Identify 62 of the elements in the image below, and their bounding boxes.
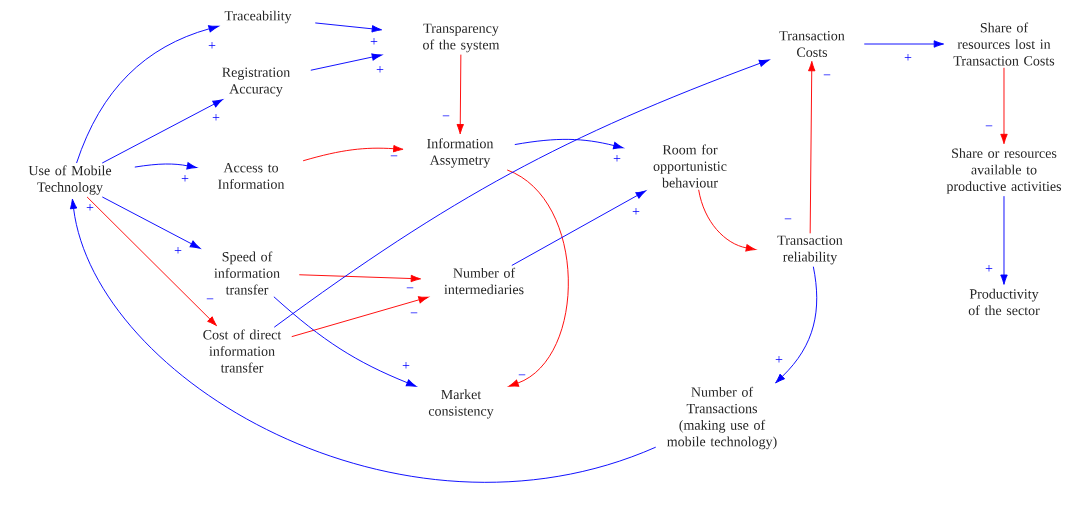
polarity-sign: + bbox=[904, 54, 912, 61]
arrow bbox=[775, 266, 818, 384]
polarity-sign: + bbox=[212, 114, 220, 121]
arrow bbox=[511, 190, 646, 266]
polarity-sign: − bbox=[985, 125, 993, 127]
polarity-sign: + bbox=[181, 175, 189, 182]
polarity-sign: − bbox=[410, 312, 418, 314]
polarity-sign: − bbox=[406, 287, 414, 289]
variable-label: Speed of information transfer bbox=[214, 251, 280, 295]
variable-label: Cost of direct information transfer bbox=[203, 329, 282, 373]
arrow bbox=[808, 60, 816, 234]
polarity-sign: − bbox=[442, 115, 450, 117]
variable-label: Traceability bbox=[224, 10, 292, 24]
polarity-sign: + bbox=[370, 38, 378, 45]
variable-label: Number of intermediaries bbox=[444, 267, 524, 295]
arrow bbox=[134, 162, 198, 170]
variable-label: Use of Mobile Technology bbox=[28, 165, 112, 195]
arrow bbox=[298, 274, 422, 283]
polarity-sign: + bbox=[402, 362, 410, 369]
variable-label: Registration Accuracy bbox=[222, 67, 290, 97]
variable-label: Market consistency bbox=[428, 389, 494, 419]
arrow bbox=[514, 138, 624, 150]
polarity-sign: − bbox=[390, 155, 398, 157]
variable-label: Room for opportunistic behaviour bbox=[653, 144, 727, 188]
arrow bbox=[101, 99, 223, 164]
polarity-sign: − bbox=[206, 298, 214, 300]
variable-label: Share or resources available to productive activities bbox=[946, 148, 1062, 194]
variable-label: Share of resources lost in Transaction Costs bbox=[953, 22, 1055, 66]
arrow bbox=[273, 59, 770, 328]
arrow bbox=[273, 296, 417, 387]
polarity-sign: + bbox=[86, 204, 94, 211]
arrow bbox=[69, 198, 657, 483]
arrow bbox=[310, 53, 383, 71]
polarity-sign: − bbox=[823, 74, 831, 76]
polarity-sign: − bbox=[518, 374, 526, 376]
arrow bbox=[291, 296, 429, 338]
polarity-sign: + bbox=[985, 265, 993, 272]
arrow bbox=[1000, 195, 1008, 285]
variable-label: Productivity of the sector bbox=[968, 288, 1040, 316]
arrow bbox=[302, 145, 404, 162]
polarity-sign: − bbox=[784, 218, 792, 220]
arrow bbox=[863, 40, 945, 48]
polarity-sign: + bbox=[613, 155, 621, 162]
arrow bbox=[86, 196, 217, 327]
variable-label: Number of Transactions (making use of mobile technology) bbox=[667, 386, 777, 450]
arrow bbox=[1000, 67, 1008, 145]
arrow bbox=[76, 25, 219, 164]
arrow bbox=[456, 54, 464, 135]
polarity-sign: + bbox=[376, 66, 384, 73]
variable-label: Access to Information bbox=[218, 163, 285, 189]
polarity-sign: + bbox=[632, 208, 640, 215]
variable-label: Information Assymetry bbox=[427, 138, 494, 168]
polarity-sign: + bbox=[208, 42, 216, 49]
variable-label: Transaction reliability bbox=[777, 235, 843, 265]
arrow bbox=[314, 22, 383, 33]
variable-label: Transparency of the system bbox=[423, 23, 500, 53]
variable-label: Transaction Costs bbox=[779, 31, 845, 57]
arrow bbox=[506, 169, 569, 387]
arrow bbox=[698, 189, 757, 252]
arrow bbox=[101, 196, 201, 249]
polarity-sign: + bbox=[174, 247, 182, 254]
polarity-sign: + bbox=[775, 356, 783, 363]
